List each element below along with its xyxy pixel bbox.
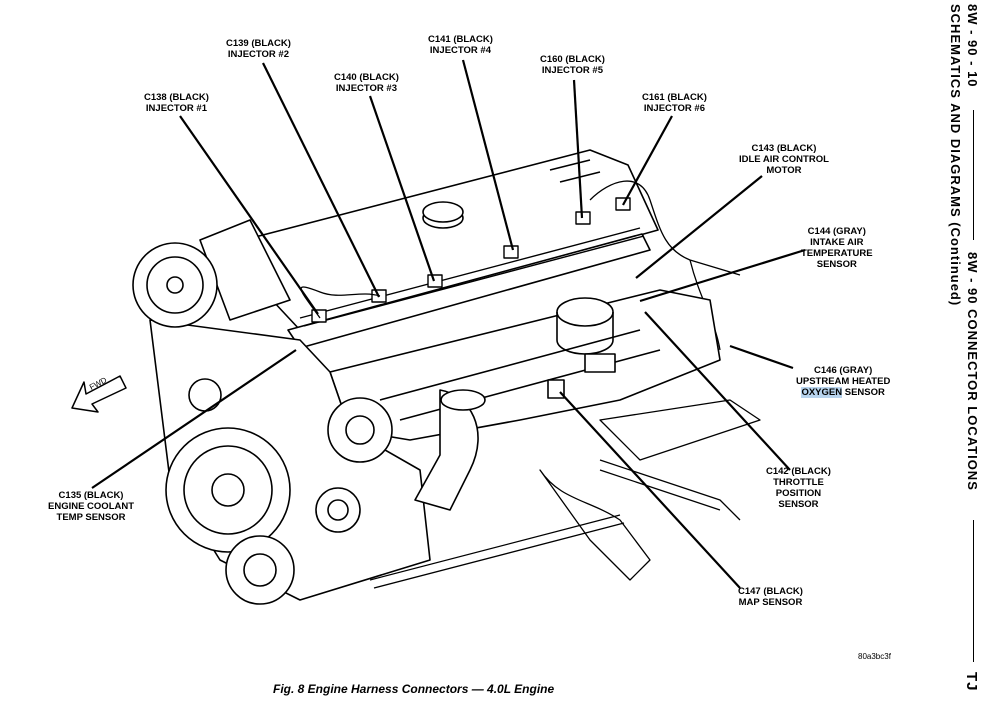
section-heading: 8W - 90 CONNECTOR LOCATIONS bbox=[965, 252, 980, 491]
callout-c142-component: THROTTLE bbox=[773, 477, 824, 488]
selected-word[interactable]: OXYGEN bbox=[801, 387, 843, 398]
alternator bbox=[132, 242, 218, 328]
callout-c144-component: INTAKE AIR bbox=[810, 237, 864, 248]
exhaust-and-lines bbox=[369, 399, 761, 589]
callout-c143-component-line2: MOTOR bbox=[766, 165, 802, 176]
figure-caption: Fig. 8 Engine Harness Connectors — 4.0L … bbox=[273, 682, 555, 696]
leader-lines bbox=[91, 59, 806, 589]
page-number: 8W - 90 - 10 bbox=[965, 4, 980, 88]
callout-c144: C144 (GRAY) INTAKE AIR TEMPERATURE SENSO… bbox=[801, 226, 873, 270]
callout-c147-connector: C147 (BLACK) bbox=[738, 586, 803, 597]
callout-c135-component-line2: TEMP SENSOR bbox=[56, 512, 126, 523]
callout-c140-connector: C140 (BLACK) bbox=[334, 72, 399, 83]
callout-c139-component: INJECTOR #2 bbox=[227, 49, 289, 60]
coolant-hose bbox=[414, 389, 486, 511]
callout-c147: C147 (BLACK) MAP SENSOR bbox=[738, 586, 803, 608]
section-title: SCHEMATICS AND DIAGRAMS (Continued) bbox=[948, 4, 963, 307]
callout-c143-component: IDLE AIR CONTROL bbox=[739, 154, 829, 165]
callout-c142: C142 (BLACK) THROTTLE POSITION SENSOR bbox=[766, 466, 831, 510]
callout-c142-component-line2: POSITION bbox=[775, 488, 822, 499]
callout-c161-component: INJECTOR #6 bbox=[643, 103, 705, 114]
callout-c161-connector: C161 (BLACK) bbox=[642, 92, 707, 103]
callout-c140-component: INJECTOR #3 bbox=[335, 83, 397, 94]
callout-c142-connector: C142 (BLACK) bbox=[766, 466, 831, 477]
callout-c139: C139 (BLACK) INJECTOR #2 bbox=[226, 38, 291, 60]
callout-c141: C141 (BLACK) INJECTOR #4 bbox=[428, 34, 493, 56]
intake-manifold bbox=[329, 289, 721, 441]
callout-c160: C160 (BLACK) INJECTOR #5 bbox=[540, 54, 605, 76]
callout-c135-component: ENGINE COOLANT bbox=[48, 501, 135, 512]
callout-c141-component: INJECTOR #4 bbox=[429, 45, 491, 56]
valve-cover bbox=[204, 149, 659, 349]
callout-c141-connector: C141 (BLACK) bbox=[428, 34, 493, 45]
callout-c161: C161 (BLACK) INJECTOR #6 bbox=[642, 92, 707, 114]
callout-c146: C146 (GRAY) UPSTREAM HEATED OXYGEN SENSO… bbox=[796, 365, 890, 398]
forward-arrow bbox=[71, 375, 127, 413]
callout-c160-component: INJECTOR #5 bbox=[541, 65, 603, 76]
model-code: TJ bbox=[963, 672, 980, 692]
callout-c142-component-line3: SENSOR bbox=[778, 499, 819, 510]
callout-c143: C143 (BLACK) IDLE AIR CONTROL MOTOR bbox=[739, 143, 829, 176]
pulleys bbox=[165, 378, 393, 605]
header-rule-lower bbox=[973, 520, 974, 662]
callout-c138: C138 (BLACK) INJECTOR #1 bbox=[144, 92, 209, 114]
callout-c144-component-line3: SENSOR bbox=[816, 259, 857, 270]
figure-code: 80a3bc3f bbox=[858, 652, 891, 661]
callout-c144-component-line2: TEMPERATURE bbox=[801, 248, 873, 259]
callout-c146-connector: C146 (GRAY) bbox=[814, 365, 873, 376]
callout-c143-connector: C143 (BLACK) bbox=[751, 143, 817, 154]
callout-c140: C140 (BLACK) INJECTOR #3 bbox=[334, 72, 399, 94]
callout-c146-component-line2: OXYGEN SENSOR bbox=[796, 387, 890, 398]
callout-c146-component-line2-tail: SENSOR bbox=[844, 387, 885, 398]
callout-c160-connector: C160 (BLACK) bbox=[540, 54, 605, 65]
callout-c135: C135 (BLACK) ENGINE COOLANT TEMP SENSOR bbox=[48, 490, 134, 523]
callout-c144-connector: C144 (GRAY) bbox=[807, 226, 866, 237]
callout-c135-connector: C135 (BLACK) bbox=[58, 490, 124, 501]
callout-c138-component: INJECTOR #1 bbox=[145, 103, 207, 114]
header-rule bbox=[973, 110, 974, 240]
callout-c146-component: UPSTREAM HEATED bbox=[796, 376, 891, 387]
callout-c138-connector: C138 (BLACK) bbox=[144, 92, 209, 103]
fuel-rail bbox=[299, 197, 645, 327]
callout-c139-connector: C139 (BLACK) bbox=[226, 38, 291, 49]
callout-c147-component: MAP SENSOR bbox=[738, 597, 803, 608]
